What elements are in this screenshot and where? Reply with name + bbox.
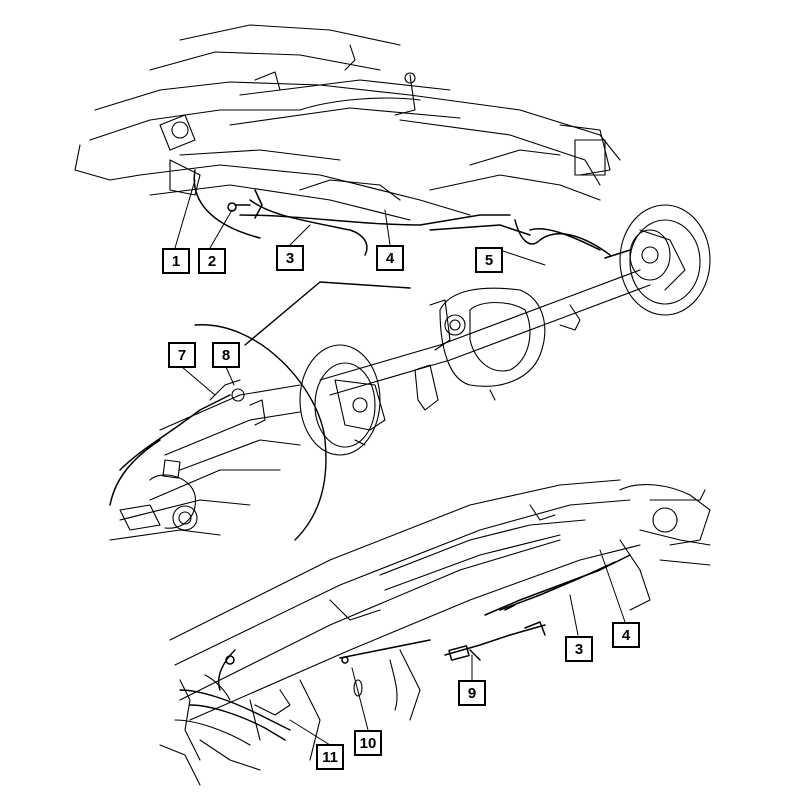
callout-2: 2 <box>198 248 226 274</box>
callout-9: 9 <box>458 680 486 706</box>
callout-10: 10 <box>354 730 382 756</box>
callout-4-lower: 4 <box>612 622 640 648</box>
chassis-frame <box>74 24 621 221</box>
callout-7: 7 <box>168 342 196 368</box>
callout-3: 3 <box>276 245 304 271</box>
brake-cables-bottom <box>218 554 631 691</box>
brake-cables-top <box>193 169 611 256</box>
callout-3-lower: 3 <box>565 636 593 662</box>
callout-8: 8 <box>212 342 240 368</box>
underbody <box>159 479 711 786</box>
rear-axle <box>299 204 711 456</box>
callout-11: 11 <box>316 744 344 770</box>
callout-1: 1 <box>162 248 190 274</box>
leader-lines <box>174 179 626 746</box>
callout-4: 4 <box>376 245 404 271</box>
detail-inset <box>109 281 411 541</box>
callout-5: 5 <box>475 247 503 273</box>
